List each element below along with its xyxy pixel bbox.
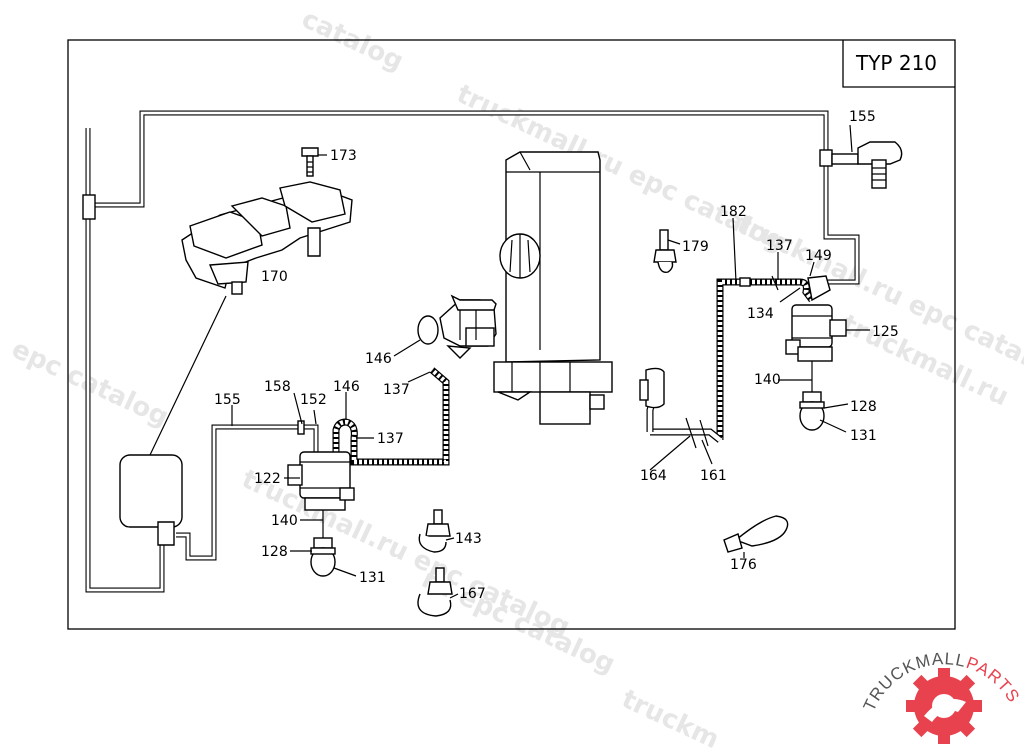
vacuum-bottle (119, 454, 183, 546)
callout-label: 122 (254, 471, 281, 487)
valve-122 (287, 451, 355, 577)
callout-label: 137 (377, 431, 404, 447)
hose-146-left (332, 367, 450, 466)
callout-label: 140 (754, 372, 781, 388)
leader-line (149, 295, 227, 456)
throttle-assembly (493, 151, 613, 425)
callout-label: 158 (264, 379, 291, 395)
clip-167 (417, 567, 453, 617)
callout-label: 143 (455, 531, 482, 547)
callout-label: 125 (872, 324, 899, 340)
grommet-164 (639, 367, 665, 409)
screw-173 (301, 147, 319, 177)
callout-labels: 155 173 170 182 137 179 149 134 125 146 … (214, 109, 899, 602)
type-box: TYP 210 (842, 40, 955, 88)
reservoir-170 (181, 181, 353, 295)
callout-label: 140 (271, 513, 298, 529)
callout-label: 152 (300, 392, 327, 408)
callout-label: 173 (330, 148, 357, 164)
hose-182-right (646, 275, 815, 449)
callout-label: 149 (805, 248, 832, 264)
callout-label: 146 (365, 351, 392, 367)
cable-tie-176 (723, 515, 789, 553)
callout-label: 170 (261, 269, 288, 285)
watermark-text: truckm (617, 684, 724, 750)
callout-label: 161 (700, 468, 727, 484)
clip-143 (418, 509, 451, 553)
callout-label: 128 (850, 399, 877, 415)
type-label: TYP 210 (855, 51, 937, 75)
clip-179 (653, 229, 677, 273)
callout-label: 167 (459, 586, 486, 602)
callout-label: 155 (849, 109, 876, 125)
callout-label: 131 (850, 428, 877, 444)
callout-label: 134 (747, 306, 774, 322)
vent-tube-top (82, 110, 860, 593)
connector-155-right (819, 141, 903, 189)
callout-label: 182 (720, 204, 747, 220)
leader-lines (231, 124, 870, 599)
gear-icon (906, 668, 982, 744)
callout-label: 137 (383, 382, 410, 398)
callout-label: 131 (359, 570, 386, 586)
callout-label: 137 (766, 238, 793, 254)
callout-label: 146 (333, 379, 360, 395)
callout-label: 164 (640, 468, 667, 484)
valve-125 (785, 275, 847, 431)
brand-logo: TRUCKMALLPARTS (860, 649, 1023, 744)
callout-label: 155 (214, 392, 241, 408)
callout-label: 179 (682, 239, 709, 255)
callout-label: 176 (730, 557, 757, 573)
callout-label: 128 (261, 544, 288, 560)
actuator-146 (417, 294, 497, 359)
diagram-frame (67, 39, 956, 630)
watermark-text: truckmall.ru epc catalog (732, 209, 1024, 388)
